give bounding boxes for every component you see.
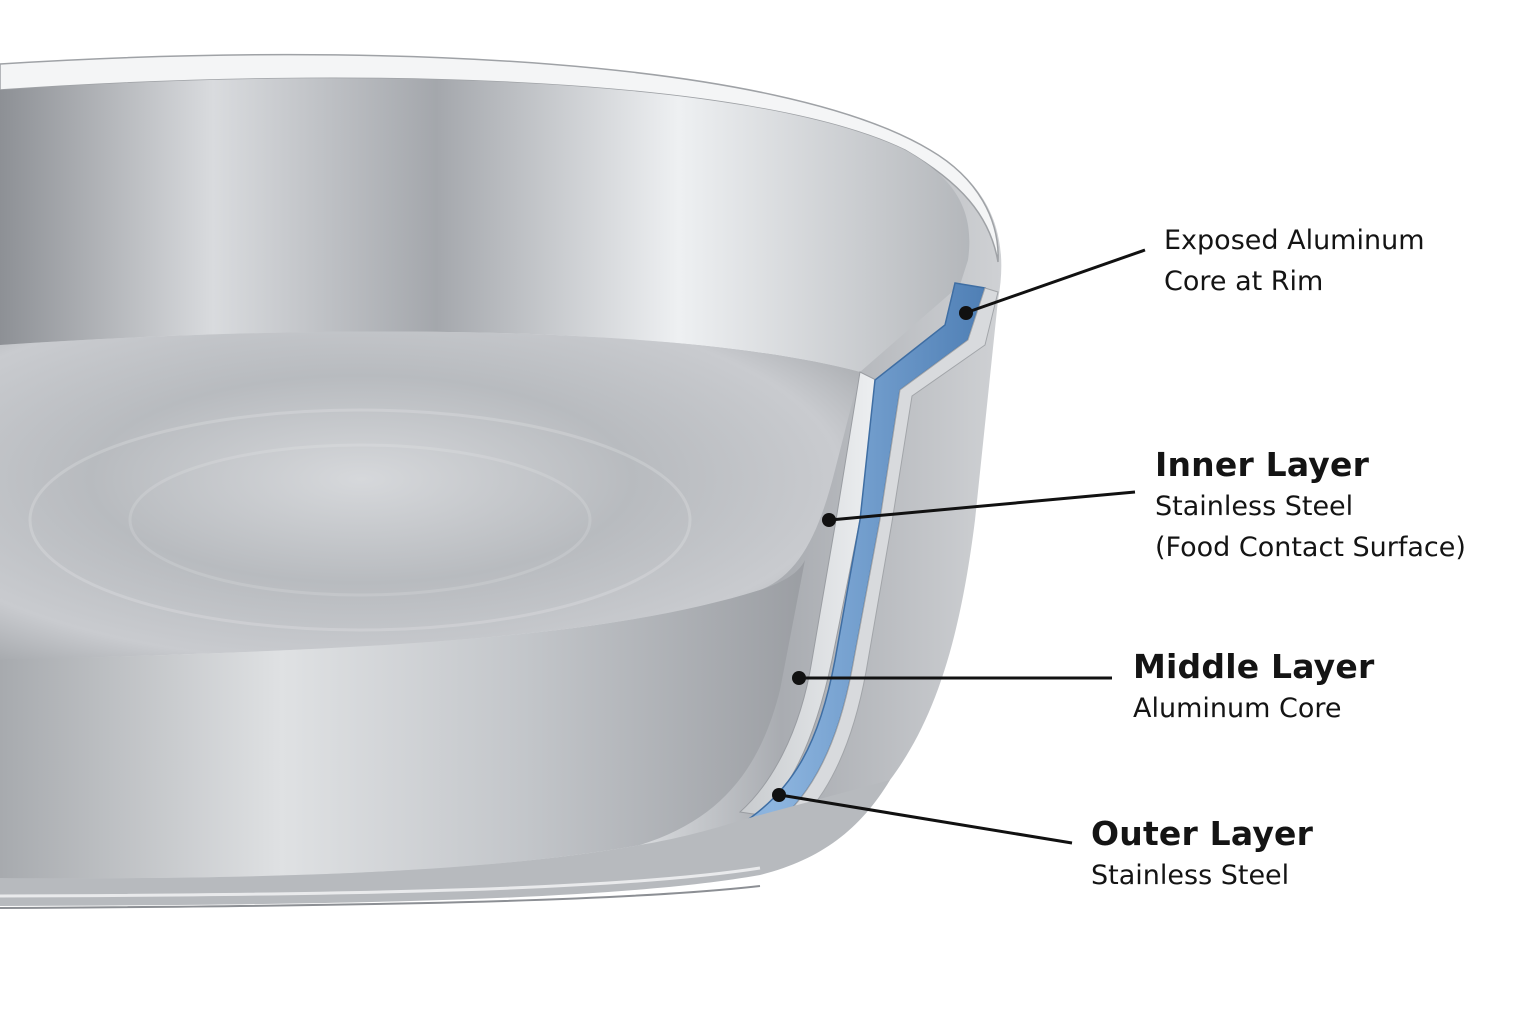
callout-inner-line-1: Stainless Steel (1155, 491, 1354, 522)
leader-dot-inner (822, 513, 836, 527)
pan-interior-wall (0, 78, 970, 373)
leader-dot-middle (792, 671, 806, 685)
callout-outer-title: Outer Layer (1091, 814, 1314, 853)
leader-line-inner (829, 490, 1136, 522)
leader-dot-outer (772, 788, 786, 802)
callout-middle-title: Middle Layer (1133, 647, 1375, 686)
callout-inner-title: Inner Layer (1155, 445, 1370, 484)
pan-base (0, 780, 890, 906)
callout-outer-layer: Outer Layer Stainless Steel (1091, 813, 1313, 896)
leader-line-outer (779, 793, 1073, 845)
callout-rim-line-2: Core at Rim (1164, 266, 1324, 297)
callout-middle-line-1: Aluminum Core (1133, 693, 1342, 724)
leader-dot-rim (959, 306, 973, 320)
callout-inner-line-2: (Food Contact Surface) (1155, 532, 1466, 563)
leader-line-rim (967, 248, 1146, 314)
callout-rim-line-1: Exposed Aluminum (1164, 225, 1425, 256)
callout-middle-layer: Middle Layer Aluminum Core (1133, 646, 1374, 729)
callout-outer-line-1: Stainless Steel (1091, 860, 1290, 891)
callout-inner-layer: Inner Layer Stainless Steel (Food Contac… (1155, 444, 1466, 568)
callout-rim: Exposed Aluminum Core at Rim (1164, 220, 1425, 302)
pan-interior-floor (0, 331, 860, 660)
pan-front-wall (0, 560, 805, 879)
